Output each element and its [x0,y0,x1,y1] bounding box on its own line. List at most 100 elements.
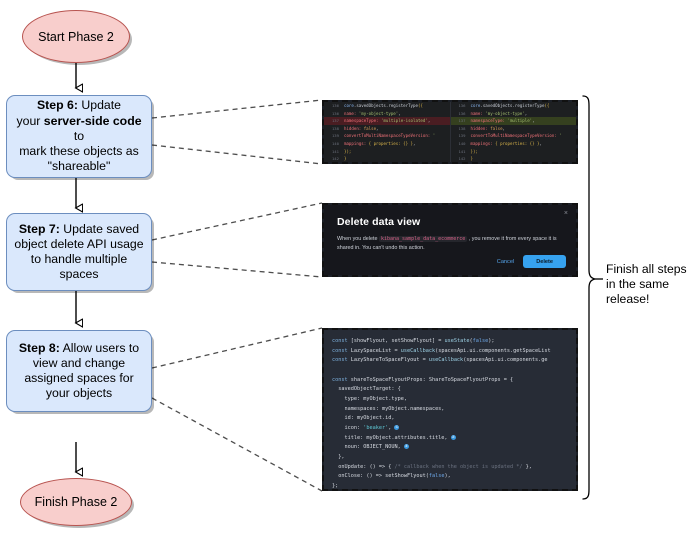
diff-line-number: 141 [458,148,466,154]
diff-line: 138 hidden: false, [451,125,577,133]
diff-line-number: 136 [331,103,339,108]
code-line: title: myObject.attributes.title, ② [332,434,456,441]
step7-line1: Update saved [59,221,140,236]
brace-note-line-3: release! [606,292,650,306]
diff-line-code: namespaceType: 'multiple', [470,118,535,124]
step6-bold: server-side code [43,113,142,128]
diff-line-code: namespaceType: 'multiple-isolated', [344,118,431,124]
diff-line-code: name: 'my-object-type', [344,110,401,116]
diff-line-code: }); [344,148,352,154]
modal-body-post: , you remove it from every space it is s… [337,236,557,251]
diff-line: 142} [324,155,450,162]
node-start-phase-2[interactable]: Start Phase 2 [22,10,130,63]
step6-line2a: your [16,113,44,128]
diff-line-number: 138 [458,125,466,131]
step6-line4: "shareable" [47,159,111,174]
diff-line: 138 hidden: false, [324,125,450,133]
diff-line-number: 142 [331,156,339,162]
diff-line-number: 139 [331,133,339,139]
step8-line4: your objects [45,386,113,401]
step6-line1: Update [77,98,122,113]
step7-line2: object delete API usage [14,236,144,251]
diff-line-number: 140 [331,140,339,146]
diff-line: 136 name: 'my-object-type', [324,110,450,118]
diff-line-code: convertToMultiNamespaceTypeVersion: ' [470,133,562,139]
diff-line-code: hidden: false, [470,125,506,131]
node-finish-phase-2[interactable]: Finish Phase 2 [20,478,132,526]
diff-line: 140 mappings: { properties: {} }, [451,140,577,148]
diff-line: 142} [451,155,577,162]
callout-code-diff-screenshot[interactable]: 136 core.savedObjects.registerType({ 136 n… [322,100,578,164]
brace-note: Finish all steps in the same release! [606,262,690,307]
step8-line1: Allow users to [59,340,140,355]
diff-line: 136 core.savedObjects.registerType({ [324,102,450,110]
step7-prefix: Step 7: [18,221,60,236]
diff-line-number: 136 [458,103,466,108]
diff-line-code: } [470,156,473,162]
code-line: noun: OBJECT_NOUN, ③ [332,444,409,451]
diff-line-code: hidden: false, [344,125,379,131]
diff-line: 136 name: 'my-object-type', [451,110,577,118]
code-line [332,366,576,376]
diff-line: 141}); [451,148,577,156]
diff-line-number: 136 [458,110,466,116]
step8-line2: view and change [32,355,126,370]
diff-line-code: mappings: { properties: {} }, [470,140,543,146]
diff-line-code: core.savedObjects.registerType({ [344,103,423,108]
diff-line-number: 136 [331,110,339,116]
diff-line-number: 137 [458,118,466,124]
modal-body-pre: When you delete [337,236,379,242]
code-line: const LazyShareToSpaceFlyout = useCallba… [332,357,548,364]
node-step-7[interactable]: Step 7: Update saved object delete API u… [6,213,152,291]
node-step-8[interactable]: Step 8: Allow users to view and change a… [6,330,152,412]
node-start-label: Start Phase 2 [38,29,114,44]
code-line: const LazySpaceList = useCallback(spaces… [332,347,551,354]
diff-line-number: 140 [458,140,466,146]
diff-line-number: 142 [458,156,466,162]
code-line: onUpdate: () => { /* callback when the o… [332,463,532,470]
code-line: const [showFlyout, setShowFlyout] = useS… [332,338,495,344]
step6-line3: mark these objects as [19,144,139,159]
code-line: id: myObject.id, [332,415,395,422]
code-line: namespaces: myObject.namespaces, [332,405,445,412]
code-line: onClose: () => setShowFlyout(false), [332,473,451,480]
diff-pane-before: 136 core.savedObjects.registerType({ 136 n… [324,102,451,162]
brace-note-line-2: in the same [606,277,670,291]
react-code-block: const [showFlyout, setShowFlyout] = useS… [324,330,576,489]
modal-inline-code: kibana_sample_data_ecommerce [378,236,468,242]
modal-footer: Cancel Delete [497,255,566,268]
diff-line-code: } [344,156,347,162]
code-line: }; [332,482,339,489]
diff-line-number: 137 [331,118,339,124]
delete-button[interactable]: Delete [523,255,566,268]
step8-prefix: Step 8: [18,340,60,355]
diff-line-code: convertToMultiNamespaceTypeVersion: ' [344,133,436,139]
node-finish-label: Finish Phase 2 [34,495,118,509]
diff-line: 137 namespaceType: 'multiple-isolated', [324,117,450,125]
step6-line2b: to [73,128,85,143]
cancel-button[interactable]: Cancel [496,258,515,265]
diff-line-code: mappings: { properties: {} }, [344,140,416,146]
code-line: savedObjectTarget: { [332,386,401,393]
diff-line: 140 mappings: { properties: {} }, [324,140,450,148]
brace-note-line-1: Finish all steps [606,262,687,276]
diff-line: 139 convertToMultiNamespaceTypeVersion: … [451,132,577,140]
diff-line: 139 convertToMultiNamespaceTypeVersion: … [324,132,450,140]
diff-line-number: 139 [458,133,466,139]
diff-line-code: core.savedObjects.registerType({ [470,103,550,108]
modal-title: Delete data view [337,216,421,228]
diff-line-code: }); [470,148,478,154]
code-line: type: myObject.type, [332,395,407,402]
diff-viewer: 136 core.savedObjects.registerType({ 136 n… [324,102,576,162]
step7-line3: to handle multiple spaces [30,252,128,282]
delete-data-view-modal: Delete data view × When you delete kiban… [324,205,576,275]
close-icon[interactable]: × [563,210,568,217]
step6-prefix: Step 6: [36,98,78,113]
callout-delete-modal-screenshot[interactable]: Delete data view × When you delete kiban… [322,203,578,277]
callout-react-snippet-screenshot[interactable]: const [showFlyout, setShowFlyout] = useS… [322,328,578,491]
diff-pane-after: 136 core.savedObjects.registerType({ 136 n… [450,102,577,162]
diff-line-code: name: 'my-object-type', [470,110,528,116]
code-line: }, [332,453,345,460]
node-step-6[interactable]: Step 6: Update your server-side code to … [6,95,152,178]
modal-body: When you delete kibana_sample_data_ecomm… [337,235,562,253]
